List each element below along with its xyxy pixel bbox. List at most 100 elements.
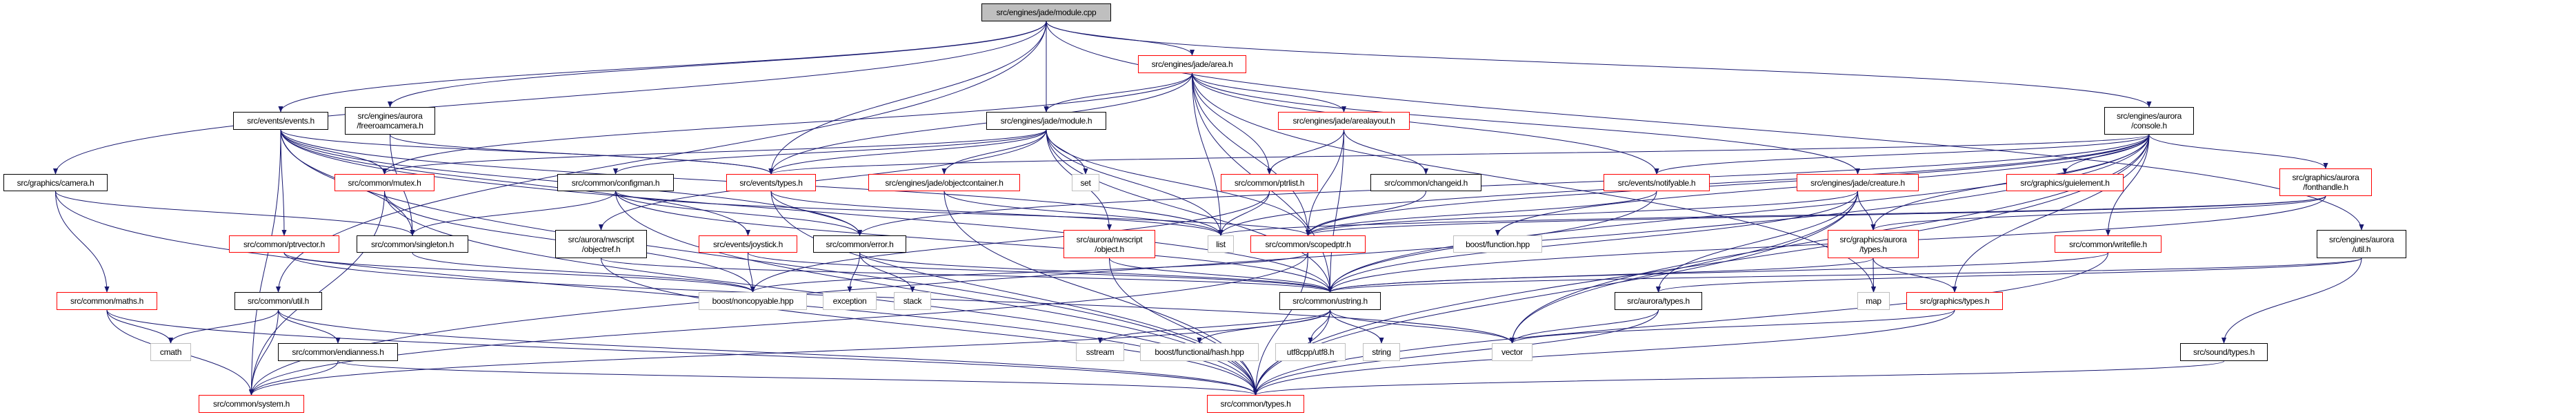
node-label: src/common/types.h [1220, 399, 1291, 409]
node-guielement[interactable]: src/graphics/guielement.h [2006, 174, 2124, 191]
node-label: /objectref.h [581, 244, 621, 254]
node-ptrvector[interactable]: src/common/ptrvector.h [229, 235, 339, 253]
edge-gatypes-to-map [1870, 258, 1877, 293]
node-string[interactable]: string [1363, 343, 1400, 361]
edge-fonthandle-to-gatypes [1870, 195, 2326, 231]
edge-root-to-console [1046, 21, 2152, 108]
node-function[interactable]: boost/function.hpp [1453, 235, 1542, 253]
node-label: vector [1501, 347, 1523, 357]
node-area[interactable]: src/engines/jade/area.h [1138, 55, 1246, 73]
node-types[interactable]: src/common/types.h [1207, 395, 1304, 413]
edge-ustring-to-string [1330, 309, 1384, 344]
node-objcont[interactable]: src/engines/jade/objectcontainer.h [868, 174, 1020, 191]
edge-creature-to-atypes [1655, 191, 1858, 293]
edge-camera-to-maths [55, 191, 110, 293]
node-label: src/common/ptrlist.h [1234, 177, 1305, 188]
edge-root-to-evtypes [768, 21, 1047, 175]
node-label: /types.h [1859, 244, 1887, 254]
edge-ustring-to-sstream [1097, 309, 1330, 344]
edge-ustring-to-utf8 [1308, 309, 1330, 344]
edge-area-to-arealayout [1192, 72, 1347, 113]
node-freeroam[interactable]: src/engines/aurora/freeroamcamera.h [345, 107, 435, 135]
node-autil[interactable]: src/engines/aurora/util.h [2317, 230, 2406, 258]
edge-module_h-to-ustring [1046, 129, 1333, 293]
node-soundtypes[interactable]: src/sound/types.h [2180, 343, 2268, 361]
node-fonthandle[interactable]: src/graphics/aurora/fonthandle.h [2279, 168, 2372, 196]
node-label: stack [903, 296, 922, 306]
node-atypes[interactable]: src/aurora/types.h [1615, 292, 1702, 310]
node-object[interactable]: src/aurora/nwscript/object.h [1064, 230, 1155, 258]
node-gatypes[interactable]: src/graphics/aurora/types.h [1828, 230, 1919, 258]
node-label: utf8cpp/utf8.h [1286, 347, 1335, 357]
edge-camera-to-singleton [55, 191, 415, 236]
node-evtypes[interactable]: src/events/types.h [726, 174, 816, 191]
node-creature[interactable]: src/engines/jade/creature.h [1797, 174, 1919, 191]
node-scopedptr[interactable]: src/common/scopedptr.h [1250, 235, 1366, 253]
node-hash[interactable]: boost/functional/hash.hpp [1140, 343, 1259, 361]
node-label: src/graphics/types.h [1919, 296, 1990, 306]
node-endian[interactable]: src/common/endianness.h [278, 343, 398, 361]
node-util[interactable]: src/common/util.h [234, 292, 322, 310]
node-vector[interactable]: vector [1492, 343, 1532, 361]
edge-objcont-to-types [943, 191, 1259, 396]
node-changeid[interactable]: src/common/changeid.h [1370, 174, 1481, 191]
edge-arealayout-to-changeid [1344, 129, 1429, 175]
node-set[interactable]: set [1072, 174, 1099, 191]
node-label: src/engines/jade/module.h [1000, 116, 1092, 126]
edge-ptrvector-to-noncopy [283, 252, 755, 293]
node-ptrlist[interactable]: src/common/ptrlist.h [1221, 174, 1318, 191]
edge-console-to-fonthandle [2148, 134, 2328, 169]
node-writefile[interactable]: src/common/writefile.h [2055, 235, 2161, 253]
edge-error-to-exception [847, 252, 860, 293]
node-configman[interactable]: src/common/configman.h [557, 174, 674, 191]
node-console[interactable]: src/engines/aurora/console.h [2104, 107, 2194, 135]
node-objectref[interactable]: src/aurora/nwscript/objectref.h [555, 230, 647, 258]
node-label: src/common/ustring.h [1292, 296, 1368, 306]
node-arealayout[interactable]: src/engines/jade/arealayout.h [1278, 112, 1410, 130]
node-map[interactable]: map [1857, 292, 1890, 310]
node-mutex[interactable]: src/common/mutex.h [335, 174, 435, 191]
edge-object-to-types [1109, 258, 1259, 396]
edge-object-to-ustring [1109, 258, 1332, 293]
node-system[interactable]: src/common/system.h [199, 395, 304, 413]
edge-creature-to-scopedptr [1306, 191, 1858, 236]
edge-area-to-list [1192, 72, 1224, 236]
edge-console-to-notifyable [1654, 134, 2150, 175]
node-events_h[interactable]: src/events/events.h [233, 112, 328, 130]
node-gtypes[interactable]: src/graphics/types.h [1906, 292, 2003, 310]
node-sstream[interactable]: sstream [1076, 343, 1124, 361]
node-label: src/common/ptrvector.h [243, 239, 326, 249]
node-noncopy[interactable]: boost/noncopyable.hpp [699, 292, 807, 310]
node-label: string [1372, 347, 1391, 357]
node-maths[interactable]: src/common/maths.h [57, 292, 157, 310]
node-label: list [1216, 239, 1226, 249]
node-stack[interactable]: stack [894, 292, 931, 310]
node-ustring[interactable]: src/common/ustring.h [1279, 292, 1381, 310]
node-error[interactable]: src/common/error.h [813, 235, 906, 253]
edge-events_h-to-ptrvector [280, 129, 287, 236]
node-notifyable[interactable]: src/events/notifyable.h [1604, 174, 1710, 191]
node-list[interactable]: list [1208, 235, 1234, 253]
edge-console-to-scopedptr [1306, 134, 2150, 236]
edge-fonthandle-to-list [1218, 195, 2326, 236]
node-singleton[interactable]: src/common/singleton.h [357, 235, 468, 253]
node-label: src/sound/types.h [2193, 347, 2255, 357]
node-joystick[interactable]: src/events/joystick.h [699, 235, 797, 253]
node-root[interactable]: src/engines/jade/module.cpp [981, 3, 1111, 21]
edge-configman-to-singleton [410, 191, 616, 236]
node-label: src/events/events.h [247, 116, 314, 126]
node-cmath[interactable]: cmath [150, 343, 191, 361]
node-utf8[interactable]: utf8cpp/utf8.h [1275, 343, 1346, 361]
edge-scopedptr-to-types [1252, 252, 1308, 396]
edge-soundtypes-to-types [1253, 360, 2224, 396]
node-module_h[interactable]: src/engines/jade/module.h [986, 112, 1106, 130]
edge-endian-to-system [248, 360, 339, 396]
node-exception[interactable]: exception [823, 292, 877, 310]
edge-arealayout-to-ptrlist [1266, 129, 1344, 175]
node-label: src/events/types.h [739, 177, 803, 188]
node-camera[interactable]: src/graphics/camera.h [3, 174, 108, 191]
edge-arealayout-to-ustring [1327, 129, 1344, 293]
node-label: /util.h [2352, 244, 2371, 254]
